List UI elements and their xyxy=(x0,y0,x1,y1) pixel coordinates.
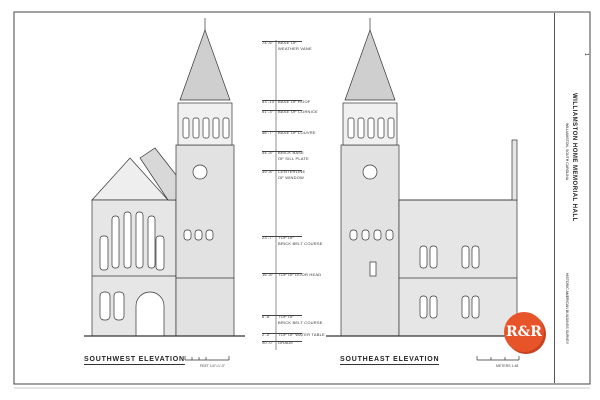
sheet-number: 1 xyxy=(583,53,589,56)
southwest-scale-bar xyxy=(184,356,230,361)
southwest-scale-note: FEET 1/4"=1'-0" xyxy=(200,364,225,368)
height-marker: 2'-0"TOP OF WATER TABLE xyxy=(262,332,325,337)
southeast-scale-bar xyxy=(476,356,520,361)
building-title: WILLIAMSTON HOME MEMORIAL HALL xyxy=(571,93,577,222)
title-block: WILLIAMSTON HOME MEMORIAL HALL WILLIAMST… xyxy=(554,13,591,383)
southeast-elevation-drawing xyxy=(326,18,525,337)
southeast-scale-note: METERS 1:48 xyxy=(496,364,519,368)
height-marker: 51'-3"BASE OF CORNICE xyxy=(262,109,318,114)
building-location: WILLIAMSTON, SOUTH CAROLINA xyxy=(565,123,569,181)
height-marker: 53'-10"BASE OF ROOF xyxy=(262,99,311,104)
height-marker: 46'-7"BASE OF LOUVRE xyxy=(262,130,316,135)
southwest-elevation-title: SOUTHWEST ELEVATION xyxy=(84,356,185,365)
height-marker: ±0'-0"GRADE xyxy=(262,340,302,345)
rr-logo: R&R xyxy=(504,312,544,352)
agency-name: HISTORIC AMERICAN BUILDINGS SURVEY xyxy=(565,273,569,345)
southeast-elevation-title: SOUTHEAST ELEVATION xyxy=(340,356,440,365)
height-marker: 16'-8"TOP OF DOOR HEAD xyxy=(262,272,322,277)
southwest-elevation-drawing xyxy=(84,18,245,337)
